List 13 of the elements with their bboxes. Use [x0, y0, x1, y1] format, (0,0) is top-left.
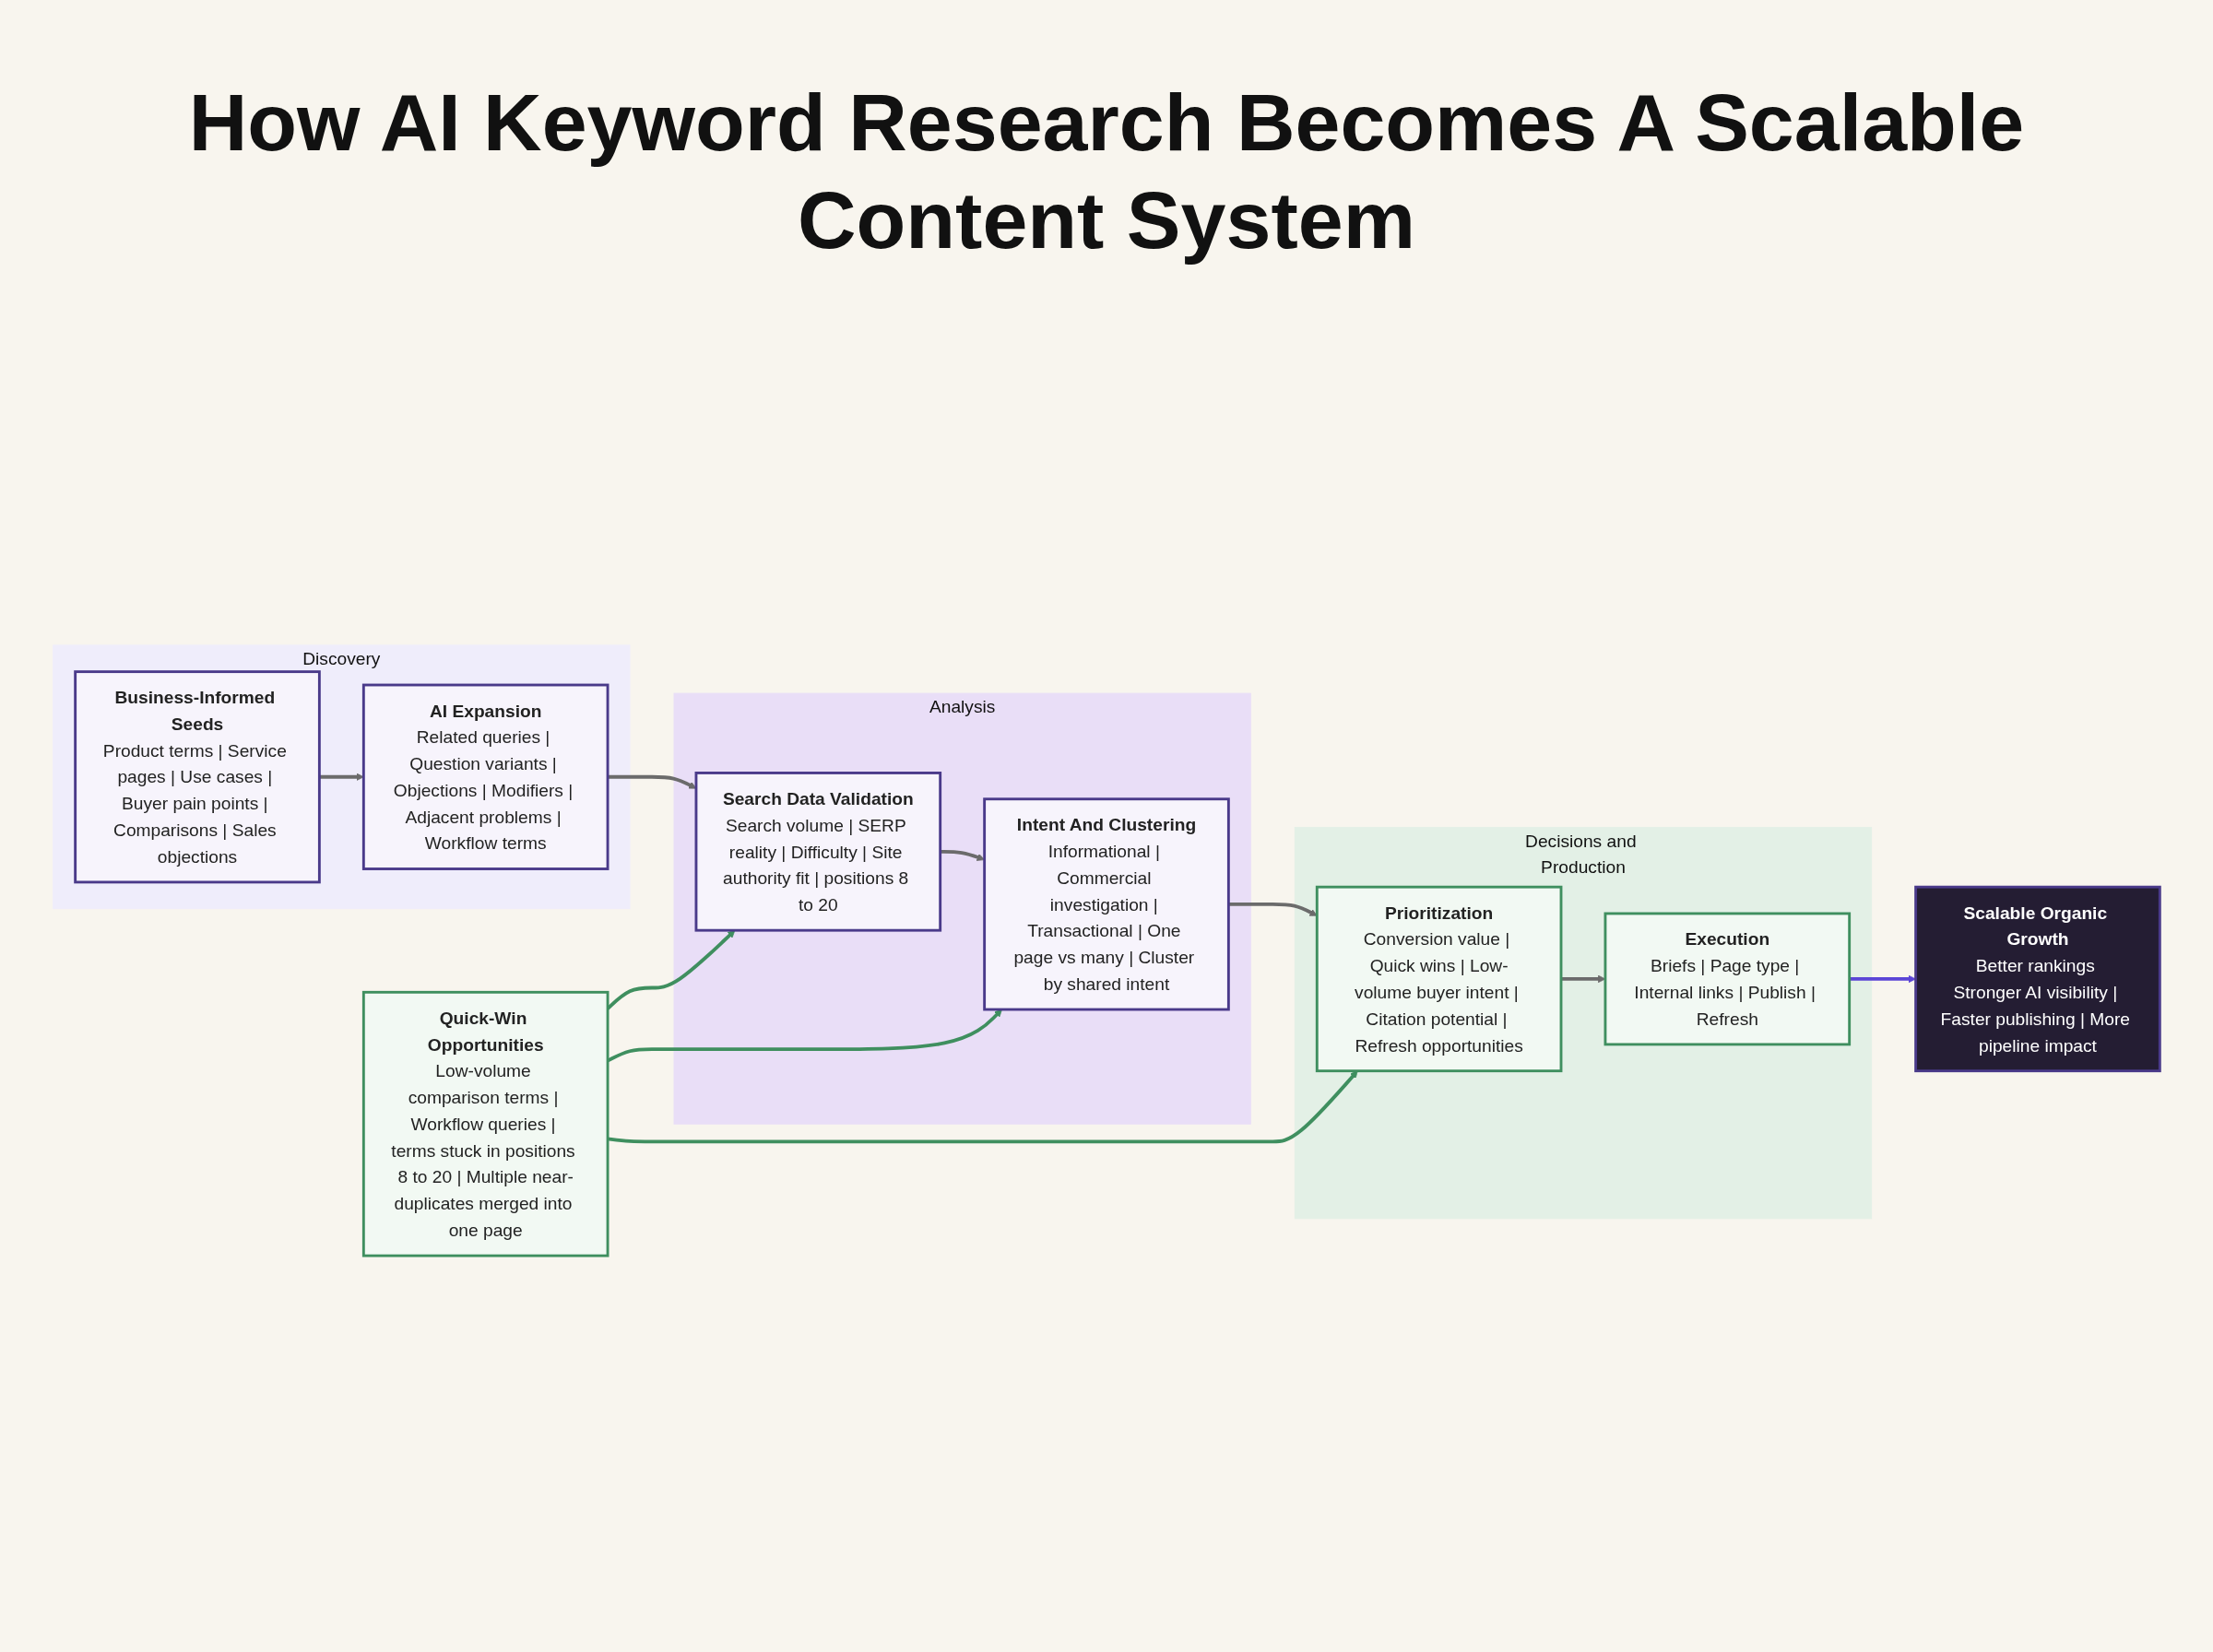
arrow [319, 773, 364, 782]
node-box: Scalable Organic Growth Better rankings Stronger AI visibility | Faster publishing | More pipeline impact [1914, 885, 2161, 1073]
arrow [940, 850, 985, 862]
arrow [1228, 903, 1318, 916]
node-box: Quick-Win Opportunities Low-volume comparison terms | Workflow queries | terms stuck in positions 8 to 20 | Multiple near-duplicates merged into one page [361, 991, 609, 1257]
node-box: Execution Briefs | Page type | Internal links | Publish | Refresh [1604, 912, 1852, 1046]
arrow [1849, 974, 1916, 984]
node-box: Search Data Validation Search volume | SERP reality | Difficulty | Site authority fit | positions 8 to 20 [694, 772, 942, 932]
title: How AI Keyword Research Becomes A Scalable Content System [187, 76, 2026, 267]
node-box: Intent And Clustering Informational | Commercial investigation | Transactional | One page vs many | Cluster by shared intent [983, 797, 1230, 1011]
node-box: Business-Informed Seeds Product terms | Service pages | Use cases | Buyer pain points | Comparisons | Sales objections [74, 670, 321, 884]
node-box: Prioritization Conversion value | Quick wins | Low-volume buyer intent | Citation potential | Refresh opportunities [1315, 885, 1563, 1073]
node-box: AI Expansion Related queries | Question variants | Objections | Modifiers | Adjacent problems | Workflow terms [361, 683, 609, 871]
